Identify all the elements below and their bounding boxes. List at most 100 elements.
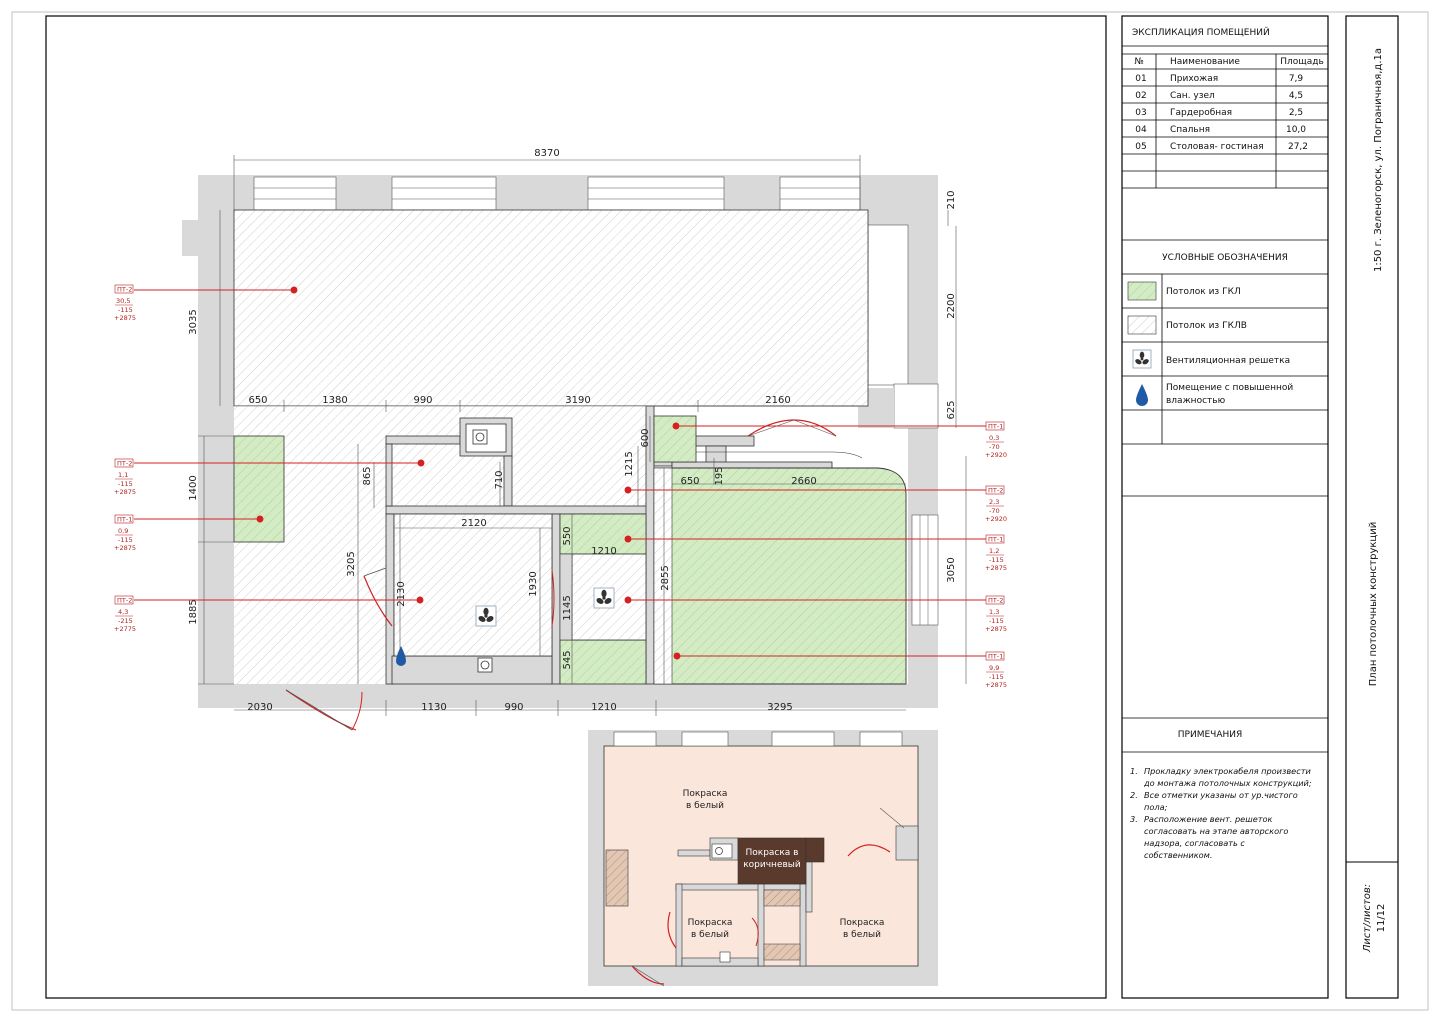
- svg-text:-115: -115: [118, 480, 133, 488]
- svg-text:30,5: 30,5: [116, 297, 130, 305]
- dim-1930: 1930: [528, 571, 539, 596]
- paint-label-brown-1: Покраска в: [745, 848, 798, 858]
- paint-label-bedroom-1: Покраска: [840, 918, 885, 928]
- ceiling-gkl-hall: [233, 435, 285, 543]
- dim-row-1: 1380: [322, 395, 347, 406]
- paint-label-brown-2: коричневый: [743, 860, 801, 870]
- ceiling-living: [233, 209, 869, 407]
- explication-header-name: Наименование: [1170, 57, 1240, 67]
- dim-545: 545: [562, 650, 573, 669]
- dim-2120: 2120: [461, 518, 486, 529]
- svg-text:ПТ-1: ПТ-1: [117, 516, 132, 524]
- dim-bottom-1: 1130: [421, 702, 446, 713]
- dim-195: 195: [714, 466, 725, 485]
- notes-title: ПРИМЕЧАНИЯ: [1178, 730, 1242, 740]
- dimension-lines: [198, 155, 967, 716]
- dim-550: 550: [562, 526, 573, 545]
- dim-600: 600: [640, 428, 651, 447]
- dim-1145: 1145: [562, 595, 573, 620]
- dim-bottom-2: 990: [504, 702, 523, 713]
- svg-text:+2875: +2875: [114, 314, 136, 322]
- ceiling-tag: ПТ-2 1,3 -115 +2875: [985, 595, 1007, 633]
- table-cell: 27,2: [1288, 142, 1308, 152]
- note-line: пола;: [1144, 802, 1168, 812]
- svg-text:+2775: +2775: [114, 625, 136, 633]
- dim-2660: 2660: [791, 476, 816, 487]
- dim-left-top: 3035: [188, 309, 199, 334]
- dim-right-3050: 3050: [946, 557, 957, 582]
- sheet-frames: [11, 11, 1429, 1011]
- svg-text:+2875: +2875: [114, 488, 136, 496]
- ceiling-tag: ПТ-1 9,9 -115 +2875: [985, 651, 1007, 689]
- explication-title: ЭКСПЛИКАЦИЯ ПОМЕЩЕНИЙ: [1132, 26, 1270, 38]
- explication-text: ЭКСПЛИКАЦИЯ ПОМЕЩЕНИЙ № Наименование Пло…: [1132, 26, 1324, 152]
- dim-row-3: 3190: [565, 395, 590, 406]
- dim-650-inner: 650: [680, 476, 699, 487]
- svg-text:0,9: 0,9: [118, 527, 128, 535]
- note-line: до монтажа потолочных конструкций;: [1143, 778, 1312, 788]
- sheet-number: 11/12: [1376, 904, 1387, 933]
- dim-bottom-3: 1210: [591, 702, 616, 713]
- dim-1210-inner: 1210: [591, 546, 616, 557]
- svg-text:ПТ-1: ПТ-1: [988, 653, 1003, 661]
- explication-header-no: №: [1134, 57, 1143, 67]
- legend-label-humid-2: влажностью: [1166, 396, 1226, 406]
- svg-text:+2875: +2875: [114, 544, 136, 552]
- title-strip: 1:50 г. Зеленогорск, ул. Пограничная,д.1…: [1362, 48, 1387, 953]
- fan-icon: [475, 605, 497, 627]
- svg-text:-115: -115: [118, 536, 133, 544]
- paint-plan: Покраска в белый Покраска в коричневый П…: [588, 730, 938, 987]
- table-cell: Прихожая: [1170, 74, 1218, 84]
- dim-2855: 2855: [660, 565, 671, 590]
- dim-3205: 3205: [346, 551, 357, 576]
- svg-text:ПТ-1: ПТ-1: [988, 423, 1003, 431]
- dim-row-2: 990: [413, 395, 432, 406]
- legend-label-gkl: Потолок из ГКЛ: [1166, 287, 1241, 297]
- svg-text:1,3: 1,3: [989, 608, 999, 616]
- paint-label-living-1: Покраска: [683, 789, 728, 799]
- fan-icon: [1132, 349, 1152, 369]
- table-cell: Гардеробная: [1170, 108, 1232, 118]
- svg-text:+2920: +2920: [985, 515, 1007, 523]
- dim-1215: 1215: [624, 451, 635, 476]
- drawing-title: План потолочных конструкций: [1368, 522, 1379, 686]
- table-cell: 4,5: [1289, 91, 1303, 101]
- dim-top-total: 8370: [534, 148, 559, 159]
- svg-text:ПТ-2: ПТ-2: [117, 286, 132, 294]
- svg-text:4,3: 4,3: [118, 608, 128, 616]
- legend: [1122, 273, 1328, 497]
- table-row: 05: [1135, 142, 1146, 152]
- dim-left-bottom: 1885: [188, 599, 199, 624]
- ceiling-tag: ПТ-2 30,5 -115 +2875: [114, 284, 136, 322]
- note-line: Все отметки указаны от ур.чистого: [1144, 790, 1298, 800]
- svg-text:-115: -115: [989, 556, 1004, 564]
- ceiling-tag: ПТ-1 1,2 -115 +2875: [985, 534, 1007, 572]
- ceiling-bedroom: [653, 467, 907, 685]
- table-row: 02: [1135, 91, 1146, 101]
- note-line: собственником.: [1144, 850, 1212, 860]
- svg-text:+2875: +2875: [985, 564, 1007, 572]
- svg-text:0,3: 0,3: [989, 434, 999, 442]
- explication-header-area: Площадь: [1280, 57, 1324, 67]
- legend-label-fan: Вентиляционная решетка: [1166, 356, 1290, 366]
- svg-text:1,2: 1,2: [989, 547, 999, 555]
- dim-865: 865: [362, 466, 373, 485]
- dim-row-0: 650: [248, 395, 267, 406]
- dim-bottom-0: 2030: [247, 702, 272, 713]
- note-num: 1.: [1130, 766, 1138, 776]
- drop-icon: [396, 646, 406, 666]
- paint-label-bedroom-2: в белый: [843, 930, 881, 940]
- legend-label-humid-1: Помещение с повышенной: [1166, 383, 1293, 393]
- svg-text:-115: -115: [118, 306, 133, 314]
- svg-text:ПТ-2: ПТ-2: [988, 487, 1003, 495]
- dim-bottom-4: 3295: [767, 702, 792, 713]
- svg-text:2,3: 2,3: [989, 498, 999, 506]
- note-line: Расположение вент. решеток: [1144, 814, 1273, 824]
- ceiling-tag: ПТ-2 1,1 -115 +2875: [114, 458, 136, 496]
- paint-label-bath-1: Покраска: [688, 918, 733, 928]
- dim-row-4: 2160: [765, 395, 790, 406]
- dim-right-625: 625: [946, 400, 957, 419]
- svg-text:-115: -115: [989, 673, 1004, 681]
- dim-right-210: 210: [946, 190, 957, 209]
